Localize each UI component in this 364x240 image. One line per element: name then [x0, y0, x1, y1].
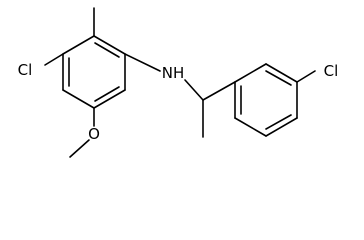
right-benzene-ring — [234, 63, 298, 137]
bond-ring-b-4 — [265, 117, 298, 137]
bond-ring-b-2 — [265, 63, 298, 83]
atom-label-o-methoxy: O — [88, 125, 100, 143]
atom-label-cl-right: Cl — [324, 62, 339, 80]
bond-ring-a-double-1 — [94, 42, 120, 58]
bond-ch-aryl — [202, 81, 236, 101]
molecule-structure-diagram: Cl NH Cl O — [18, 7, 339, 158]
bond-ring-a-6 — [62, 35, 95, 55]
atom-label-cl-left: Cl — [18, 61, 33, 79]
bond-ring-b-double-1 — [265, 70, 292, 86]
bond-ring-a-4 — [62, 89, 95, 109]
bond-c-cl-left — [44, 53, 64, 66]
bond-c-cl-right — [296, 70, 316, 83]
atom-label-nh: NH — [162, 64, 185, 82]
bond-c-n — [124, 53, 161, 72]
bond-ring-b-1 — [234, 63, 267, 83]
bond-ring-b-double-2 — [265, 114, 292, 130]
bond-ring-a-double-2 — [94, 86, 120, 102]
bond-o-methyl — [69, 139, 90, 158]
bond-ring-a-1 — [93, 35, 126, 55]
bond-ring-a-3 — [93, 89, 126, 109]
bond-n-ch — [184, 79, 204, 101]
bond-ring-b-5 — [234, 117, 267, 137]
left-benzene-ring — [62, 35, 126, 109]
